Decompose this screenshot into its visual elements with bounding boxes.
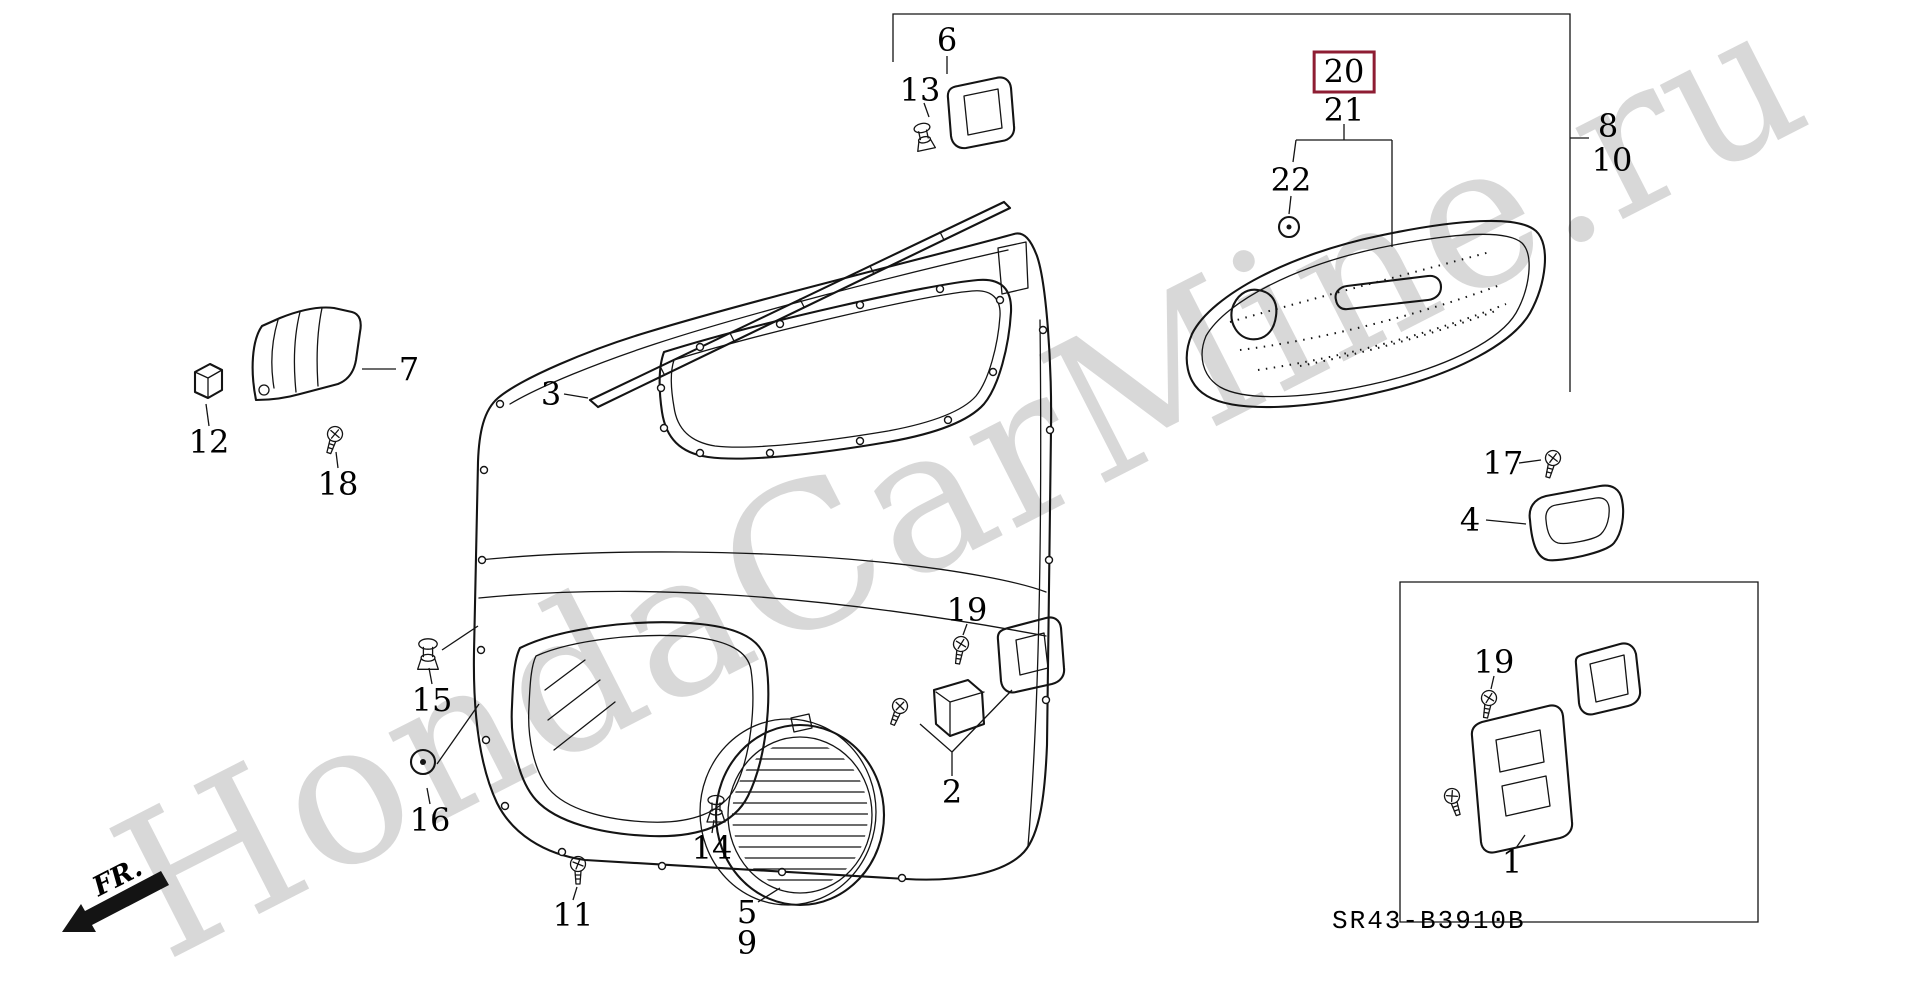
part-label-16[interactable]: 16 (409, 801, 451, 839)
part-label-22[interactable]: 22 (1270, 161, 1312, 199)
part-label-4[interactable]: 4 (1459, 501, 1481, 539)
screw-17-art (1539, 448, 1563, 480)
part-label-21[interactable]: 21 (1323, 91, 1365, 129)
diagram-code: SR43-B3910B (1332, 906, 1526, 936)
part-label-15[interactable]: 15 (411, 681, 453, 719)
speaker-grille-art (700, 714, 884, 905)
armrest-pad-art (1187, 221, 1545, 407)
door-panel-art (474, 233, 1054, 881)
part-label-3[interactable]: 3 (540, 375, 562, 413)
switch-cluster-2-art (934, 617, 1064, 736)
part-label-9[interactable]: 9 (736, 924, 758, 962)
part-label-6[interactable]: 6 (936, 21, 958, 59)
inset-box (1400, 582, 1758, 922)
weatherstrip-3-art (590, 202, 1010, 407)
part-label-17[interactable]: 17 (1482, 444, 1524, 482)
fr-direction-arrow (62, 871, 169, 932)
clip-15-art (416, 638, 440, 671)
clip-13-art (911, 121, 937, 153)
screw-19b-art (1477, 688, 1499, 720)
part-label-19-inset[interactable]: 19 (1473, 643, 1515, 681)
part-label-10[interactable]: 10 (1591, 141, 1633, 179)
part-label-20-highlighted[interactable]: 20 (1312, 50, 1376, 94)
part-label-11[interactable]: 11 (552, 896, 594, 934)
screw-19-art (949, 634, 971, 666)
assembly-bracket-lines (893, 14, 1589, 392)
pull-pocket-4-art (1530, 486, 1624, 561)
grommet-22-art (1277, 215, 1301, 239)
part-label-12[interactable]: 12 (188, 423, 230, 461)
switch-bezel-6-art (948, 77, 1014, 148)
bracket-7-art (253, 307, 361, 400)
part-label-13[interactable]: 13 (899, 71, 941, 109)
screw-1-art (1441, 785, 1466, 818)
part-label-2[interactable]: 2 (941, 773, 963, 811)
leader-lines (206, 56, 1541, 902)
part-label-18[interactable]: 18 (317, 465, 359, 503)
part-label-1[interactable]: 1 (1501, 843, 1523, 881)
screw-18-art (321, 423, 346, 456)
part-label-5[interactable]: 5 (736, 893, 758, 931)
part-label-8[interactable]: 8 (1597, 107, 1619, 145)
part-label-14[interactable]: 14 (691, 829, 733, 867)
clip-12-art (195, 364, 222, 398)
screw-2-art (884, 695, 911, 729)
part-label-7[interactable]: 7 (398, 350, 420, 388)
grommet-16-art (409, 748, 437, 776)
part-label-19[interactable]: 19 (946, 591, 988, 629)
diagram-line-art (62, 0, 1920, 932)
